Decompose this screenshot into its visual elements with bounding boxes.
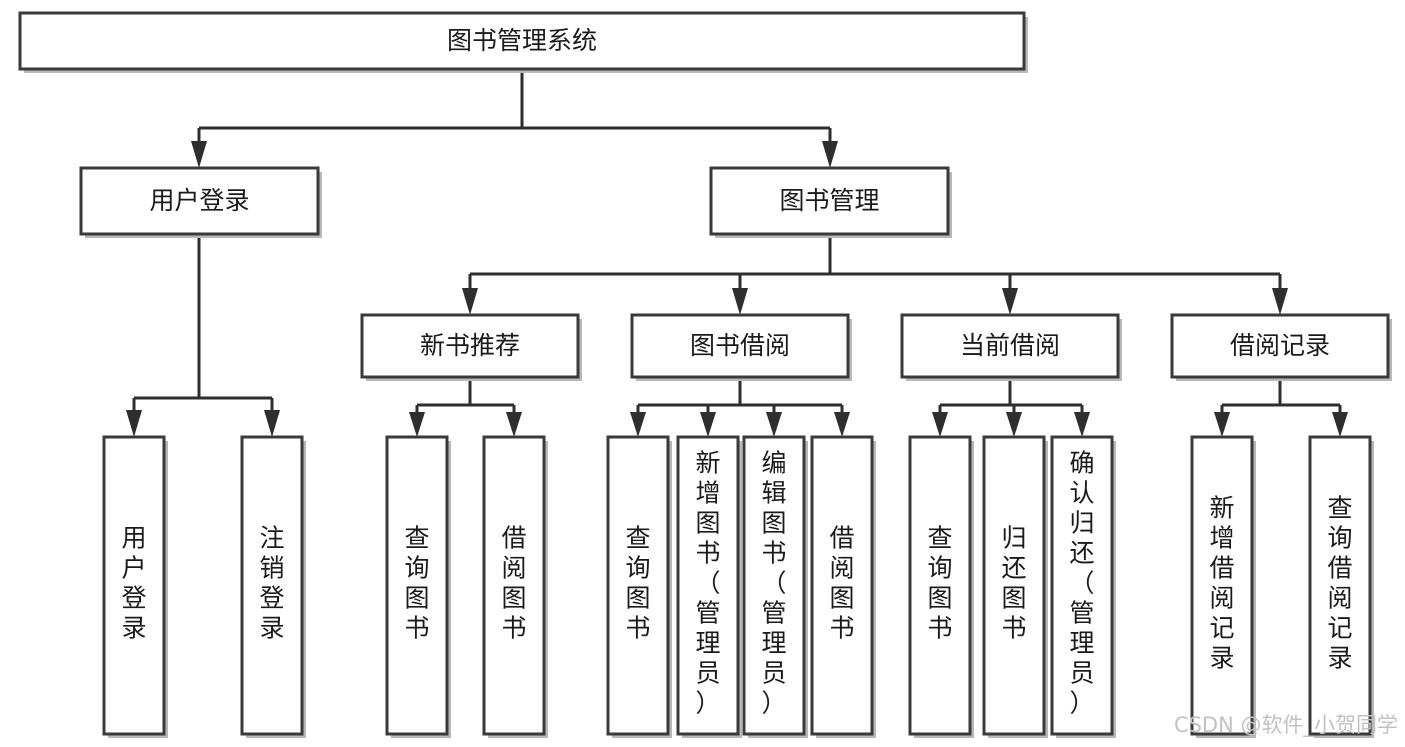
node-leaf-logout-login[interactable]: 注销登录	[240, 435, 306, 738]
connector-root-to-level2	[191, 69, 838, 168]
arrow-head-icon	[264, 410, 280, 437]
node-rect[interactable]	[1190, 435, 1254, 736]
connector-currentborrow-to-leaves	[932, 377, 1090, 437]
connector-borrowrecord-to-leaves	[1214, 377, 1348, 437]
node-leaf-add-borrow-rec[interactable]: 新增借阅记录	[1190, 435, 1256, 738]
arrow-head-icon	[191, 141, 207, 168]
node-rect[interactable]	[102, 435, 166, 736]
node-label: 当前借阅	[960, 331, 1060, 360]
node-rect[interactable]	[1170, 313, 1390, 379]
arrow-head-icon	[1272, 288, 1288, 315]
node-borrow-record[interactable]: 借阅记录	[1170, 313, 1392, 381]
connector-bookmgmt-to-level3	[462, 234, 1288, 315]
connector-userlogin-to-leaves	[126, 234, 280, 437]
node-label: 查询图书	[404, 524, 429, 643]
node-rect[interactable]	[482, 435, 546, 736]
arrow-head-icon	[126, 410, 142, 437]
node-label: 查询借阅记录	[1327, 494, 1352, 673]
arrow-head-icon	[630, 412, 646, 437]
node-new-book-recommend[interactable]: 新书推荐	[360, 313, 582, 381]
node-leaf-add-book-admin[interactable]: 新增图书（管理员）	[676, 435, 742, 738]
node-rect[interactable]	[360, 313, 580, 379]
node-label: 编辑图书（管理员）	[761, 449, 786, 718]
node-label: 借阅记录	[1230, 331, 1330, 360]
arrow-head-icon	[1332, 412, 1348, 437]
node-label: 查询图书	[927, 524, 952, 643]
arrow-head-icon	[932, 412, 948, 437]
node-label: 归还图书	[1001, 524, 1026, 643]
arrow-head-icon	[1214, 412, 1230, 437]
node-rect[interactable]	[385, 435, 449, 736]
node-label: 新增图书（管理员）	[695, 449, 720, 718]
node-rect[interactable]	[606, 435, 670, 736]
node-leaf-user-login[interactable]: 用户登录	[102, 435, 168, 738]
arrow-head-icon	[766, 412, 782, 437]
node-rect[interactable]	[900, 313, 1120, 379]
arrow-head-icon	[732, 288, 748, 315]
node-leaf-query-book-bb[interactable]: 查询图书	[606, 435, 672, 738]
node-label: 图书管理	[779, 186, 879, 215]
arrow-head-icon	[506, 412, 522, 437]
node-book-management[interactable]: 图书管理	[709, 166, 952, 238]
node-rect[interactable]	[18, 11, 1026, 71]
node-label: 新书推荐	[420, 331, 520, 360]
node-user-login[interactable]: 用户登录	[79, 166, 322, 238]
node-leaf-query-book-cb[interactable]: 查询图书	[908, 435, 974, 738]
node-label: 借阅图书	[829, 524, 854, 643]
node-rect[interactable]	[810, 435, 874, 736]
node-root[interactable]: 图书管理系统	[18, 11, 1028, 73]
node-rect[interactable]	[1308, 435, 1372, 736]
node-rect[interactable]	[742, 435, 806, 736]
arrow-head-icon	[1002, 288, 1018, 315]
arrow-head-icon	[462, 288, 478, 315]
node-book-borrow[interactable]: 图书借阅	[630, 313, 852, 381]
node-label: 查询图书	[625, 524, 650, 643]
node-current-borrow[interactable]: 当前借阅	[900, 313, 1122, 381]
node-label: 确认归还（管理员）	[1069, 449, 1094, 718]
connector-newbook-to-leaves	[409, 377, 522, 437]
csdn-watermark: CSDN @软件_小贺同学	[1174, 713, 1398, 738]
node-label: 用户登录	[121, 524, 146, 643]
node-label: 注销登录	[259, 524, 284, 643]
node-leaf-return-book[interactable]: 归还图书	[982, 435, 1048, 738]
node-rect[interactable]	[79, 166, 320, 236]
node-leaf-confirm-return[interactable]: 确认归还（管理员）	[1050, 435, 1116, 738]
node-label: 用户登录	[149, 186, 249, 215]
node-rect[interactable]	[1050, 435, 1114, 736]
connector-bookborrow-to-leaves	[630, 377, 850, 437]
arrow-head-icon	[1074, 412, 1090, 437]
node-rect[interactable]	[709, 166, 950, 236]
arrow-head-icon	[700, 412, 716, 437]
node-rect[interactable]	[240, 435, 304, 736]
node-leaf-edit-book-admin[interactable]: 编辑图书（管理员）	[742, 435, 808, 738]
node-rect[interactable]	[982, 435, 1046, 736]
node-label: 新增借阅记录	[1209, 494, 1234, 673]
node-layer: 图书管理系统用户登录图书管理新书推荐图书借阅当前借阅借阅记录用户登录注销登录查询…	[18, 11, 1392, 738]
node-leaf-borrow-book-bb[interactable]: 借阅图书	[810, 435, 876, 738]
node-leaf-borrow-book-nr[interactable]: 借阅图书	[482, 435, 548, 738]
node-rect[interactable]	[908, 435, 972, 736]
node-leaf-query-book-nr[interactable]: 查询图书	[385, 435, 451, 738]
node-label: 图书借阅	[690, 331, 790, 360]
node-rect[interactable]	[630, 313, 850, 379]
node-label: 借阅图书	[501, 524, 526, 643]
node-label: 图书管理系统	[447, 26, 597, 55]
arrow-head-icon	[409, 412, 425, 437]
node-rect[interactable]	[676, 435, 740, 736]
arrow-head-icon	[834, 412, 850, 437]
connector-layer	[126, 69, 1348, 437]
arrow-head-icon	[1006, 412, 1022, 437]
node-leaf-query-borrow-rec[interactable]: 查询借阅记录	[1308, 435, 1374, 738]
arrow-head-icon	[822, 141, 838, 168]
